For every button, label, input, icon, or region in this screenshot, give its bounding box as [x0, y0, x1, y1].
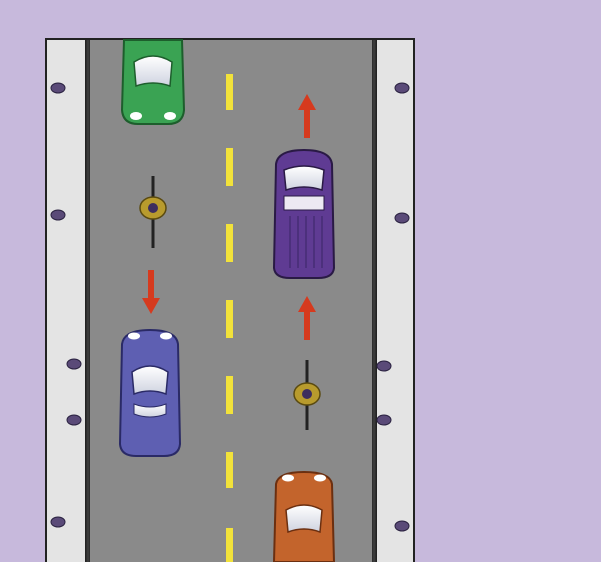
left-sidewalk — [47, 40, 85, 562]
car-green — [122, 40, 184, 124]
car-purple — [274, 150, 334, 278]
right-sidewalk — [377, 40, 413, 562]
car-orange — [274, 472, 334, 562]
car-blue — [120, 330, 180, 456]
